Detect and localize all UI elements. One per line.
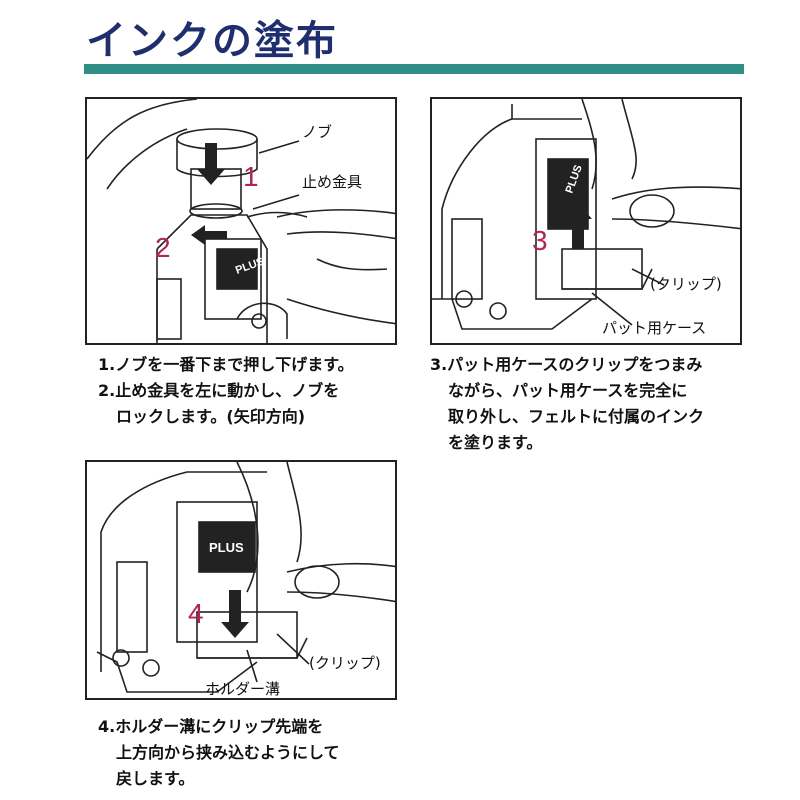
- label-clip: (クリップ): [650, 275, 722, 293]
- caption-line: 取り外し、フェルトに付属のインク: [448, 407, 705, 426]
- caption-step-1-2: 1.ノブを一番下まで押し下げます。 2.止め金具を左に動かし、ノブを ロックしま…: [98, 352, 354, 430]
- caption-step-4: 4.ホルダー溝にクリップ先端を 上方向から挟み込むようにして 戻します。: [98, 714, 340, 792]
- label-stopper: 止め金具: [302, 173, 363, 191]
- illustration-step-4: PLUS 4 (クリップ) ホルダー溝: [85, 460, 397, 700]
- stamp-brand-text: PLUS: [209, 540, 244, 555]
- caption-line: を塗ります。: [448, 433, 543, 452]
- caption-line: 4.ホルダー溝にクリップ先端を: [98, 717, 324, 736]
- title-underline-bar: [84, 64, 744, 74]
- step-number-4: 4: [188, 598, 204, 629]
- stamp-knob-illustration: PLUS: [87, 99, 395, 343]
- caption-step-3: 3.パット用ケースのクリップをつまみ ながら、パット用ケースを完全に 取り外し、…: [430, 352, 704, 456]
- label-knob: ノブ: [302, 123, 333, 141]
- clip-holder-groove-illustration: PLUS: [96, 462, 395, 693]
- caption-line: 上方向から挟み込むようにして: [116, 743, 340, 762]
- step-number-1: 1: [243, 161, 259, 192]
- page-title: インクの塗布: [86, 18, 338, 64]
- caption-line: 2.止め金具を左に動かし、ノブを: [98, 381, 340, 400]
- label-clip: (クリップ): [309, 654, 381, 672]
- label-pad-case: パット用ケース: [602, 319, 707, 337]
- step-number-2: 2: [155, 232, 171, 263]
- illustration-step-3: PLUS 3 (クリップ) パット用ケース: [430, 97, 742, 345]
- caption-line: 3.パット用ケースのクリップをつまみ: [430, 355, 703, 374]
- pad-case-removal-illustration: PLUS: [432, 99, 740, 330]
- label-holder-groove: ホルダー溝: [205, 680, 281, 698]
- caption-line: ロックします。(矢印方向): [116, 407, 306, 426]
- caption-line: 戻します。: [116, 769, 195, 788]
- caption-line: 1.ノブを一番下まで押し下げます。: [98, 355, 354, 374]
- caption-line: ながら、パット用ケースを完全に: [448, 381, 688, 400]
- illustration-step-1-2: PLUS 1 2 ノブ 止め金具: [85, 97, 397, 345]
- step-number-3: 3: [532, 225, 548, 256]
